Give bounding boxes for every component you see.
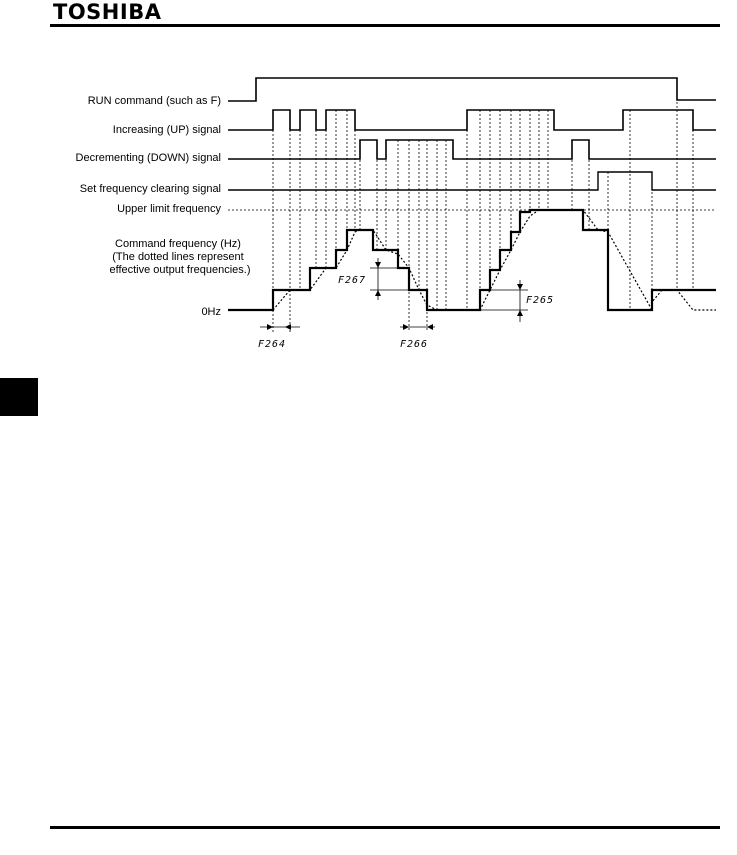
clear-signal-waveform: [228, 171, 716, 191]
output-frequency-waveform: [272, 209, 716, 313]
f266-label: F266: [400, 339, 428, 350]
f265-label: F265: [526, 295, 554, 306]
chapter-tab: [0, 378, 38, 416]
f264-dimension: [260, 324, 300, 330]
zero-hz-label: 0Hz: [201, 306, 221, 318]
header-rule: [50, 24, 720, 27]
down-signal-waveform: [228, 139, 716, 160]
f266-dimension: [400, 324, 435, 330]
command-frequency-label: Command frequency (Hz): [115, 238, 241, 250]
f265-dimension: [480, 280, 528, 322]
f264-label: F264: [258, 339, 286, 350]
command-frequency-note-1: (The dotted lines represent: [112, 251, 243, 263]
footer-rule: [50, 826, 720, 829]
up-signal-waveform: [228, 109, 716, 131]
up-signal-label: Increasing (UP) signal: [113, 124, 221, 136]
command-frequency-waveform: [228, 208, 716, 312]
clear-signal-label: Set frequency clearing signal: [80, 183, 221, 195]
timing-guides: [272, 78, 694, 332]
down-signal-label: Decrementing (DOWN) signal: [76, 152, 221, 164]
run-command-label: RUN command (such as F): [88, 95, 221, 107]
command-frequency-note-2: effective output frequencies.): [109, 264, 250, 276]
toshiba-logo: TOSHIBA: [53, 0, 162, 24]
f267-dimension: [370, 258, 409, 300]
run-command-waveform: [228, 77, 716, 102]
upper-limit-label: Upper limit frequency: [117, 203, 221, 215]
f267-label: F267: [338, 275, 366, 286]
